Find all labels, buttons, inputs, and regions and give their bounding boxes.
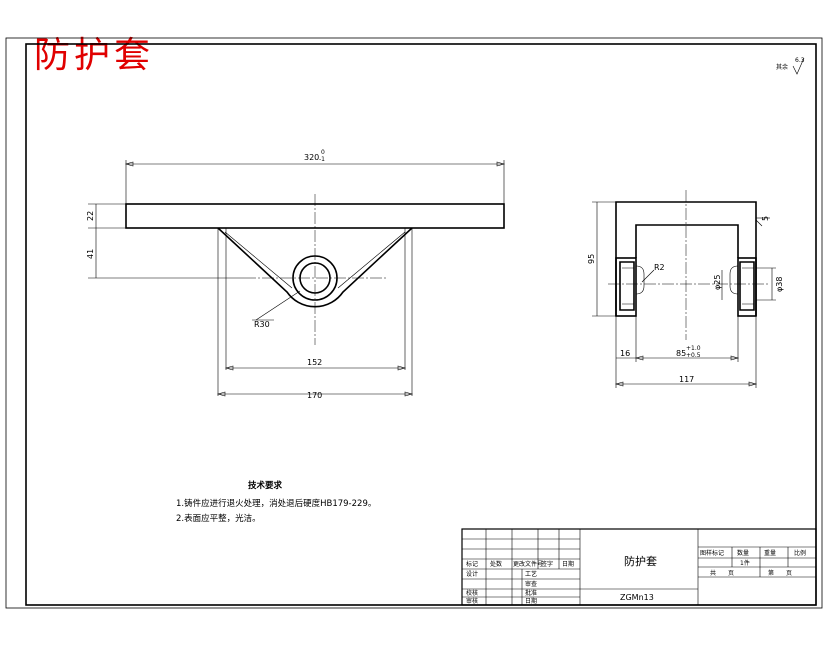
sheet-page2-label: 页 [786,570,792,577]
info-header-mark: 图样标记 [700,549,724,557]
dim-top-tol-lower: -1 [319,156,325,163]
role-design: 设计 [466,570,478,578]
roughness-value: 6.3 [795,57,805,64]
dim-radius: R30 [254,320,270,329]
rev-header-sign: 签字 [541,560,553,568]
dim-fillet: R2 [654,263,665,272]
sheet-total-label: 共 [710,569,716,577]
role-review: 审核 [466,597,478,605]
dim-side-tol-upper: +1.0 [686,345,701,352]
info-header-qty: 数量 [737,549,749,557]
rev-header-date: 日期 [562,560,574,568]
process-date: 日期 [525,597,537,605]
rev-header-doc: 更改文件号 [513,560,543,568]
tech-req-heading: 技术要求 [248,480,283,491]
left-boss [615,257,637,317]
dim-side-tol-lower: +0.5 [686,352,701,359]
dim-side-inner-width: 85 [676,349,686,358]
outer-border [5,37,823,609]
dim-outer-width: 170 [307,391,322,400]
technical-requirements: 技术要求 1.铸件应进行退火处理，消处退后硬度HB179-229。 2.表面应平… [176,480,376,524]
inner-border [25,43,817,606]
process-audit: 审查 [525,580,537,588]
title-block: 标记 处数 更改文件号 签字 日期 设计 校核 审核 工艺 审查 批准 日期 防… [461,528,817,606]
info-header-weight: 重量 [764,549,776,557]
sheet-no-label: 第 [768,569,774,577]
dim-flange-thickness: 5 [761,216,770,221]
right-boss [737,257,757,317]
dim-inner-width: 152 [307,358,322,367]
dim-height: 95 [587,254,596,264]
rev-header-count: 处数 [490,560,502,568]
tech-req-item-1: 1.铸件应进行退火处理，消处退后硬度HB179-229。 [176,498,376,509]
material: ZGMn13 [620,593,654,602]
dim-left-offset: 16 [620,349,630,358]
dim-large-dia: φ38 [775,277,784,292]
sheet-page-label: 页 [728,570,734,577]
role-check: 校核 [466,589,478,597]
dim-plate-thickness: 22 [86,211,95,221]
front-view: 320 0 -1 22 41 R30 152 170 [86,149,506,400]
info-header-scale: 比例 [794,549,806,557]
count-value: 1件 [740,559,750,567]
surface-roughness-mark: 其余 6.3 [776,57,805,75]
dim-top-tol-upper: 0 [321,149,325,156]
dim-top-width: 320 [304,153,319,162]
dim-web-height: 41 [86,249,95,259]
part-name: 防护套 [624,554,657,568]
tech-req-item-2: 2.表面应平整，光洁。 [176,513,261,524]
dim-side-total-width: 117 [679,375,694,384]
u-frame-inner [635,224,739,258]
process-approve: 批准 [525,589,537,597]
process-craft: 工艺 [525,570,537,578]
roughness-label: 其余 [776,63,788,71]
dim-small-dia: φ25 [713,275,722,290]
web-inner-line [224,231,406,289]
rev-header-mark: 标记 [466,560,478,568]
side-view: 95 5 R2 φ25 φ38 16 85 +1.0 +0.5 117 [587,190,784,388]
